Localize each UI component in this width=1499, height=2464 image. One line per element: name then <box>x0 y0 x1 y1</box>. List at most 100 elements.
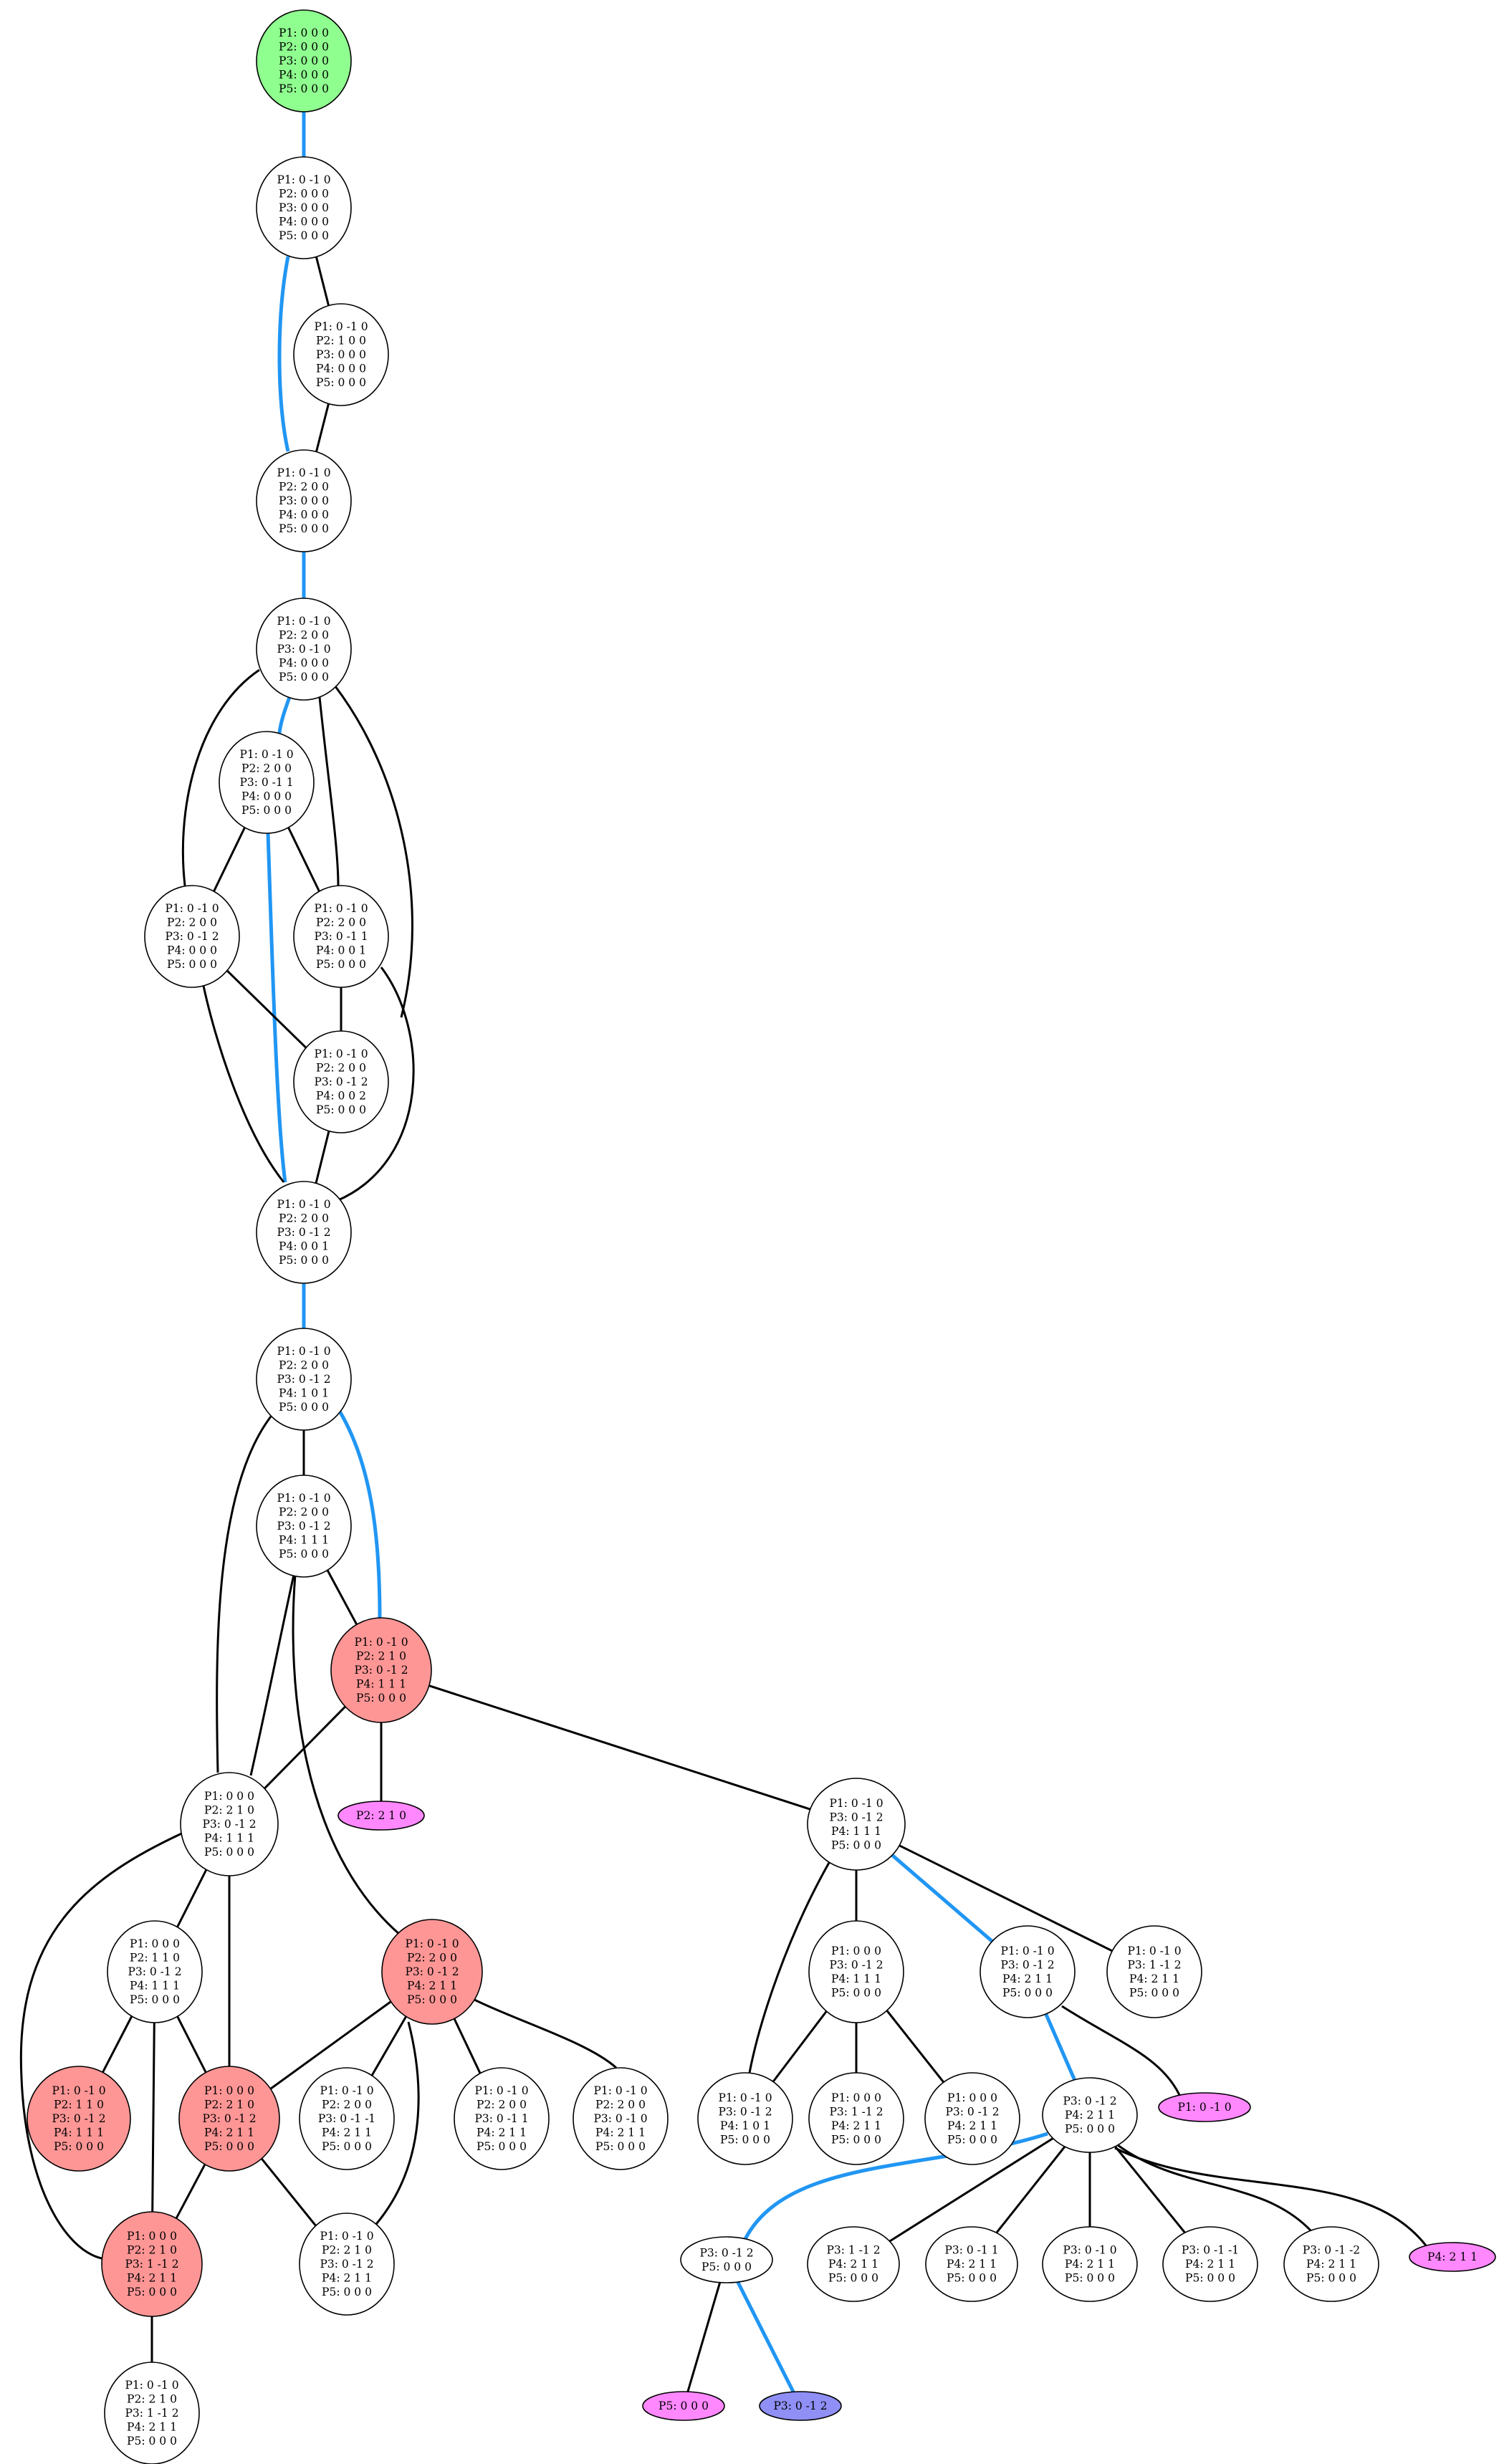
node-label-line: P4: 2 1 1 <box>407 1980 457 1993</box>
node-label-line: P5: 0 0 0 <box>831 2133 881 2146</box>
node-label-line: P3: 0 -1 2 <box>165 930 219 943</box>
state-node-n14: P2: 2 1 0 <box>337 1801 425 1831</box>
edge-n7-n9 <box>226 969 307 1049</box>
node-label-line: P3: 0 -1 2 <box>277 1520 330 1533</box>
path-edge-n11-n13 <box>333 1403 382 1619</box>
node-label-line: P4: 2 1 1 <box>1306 2258 1356 2271</box>
state-node-n29: P1: 0 0 0P3: 0 -1 2P4: 2 1 1P5: 0 0 0 <box>924 2072 1020 2165</box>
node-label-line: P3: 0 -1 2 <box>202 2112 256 2125</box>
node-ellipse <box>293 885 389 988</box>
node-label-line: P1: 0 -1 0 <box>277 1492 330 1505</box>
edge-n30-n35 <box>889 2137 1054 2243</box>
edge-n7-n10 <box>202 985 285 1183</box>
node-label-line: P4: 0 0 0 <box>167 944 217 957</box>
node-label-line: P5: 0 0 0 <box>241 804 292 817</box>
edge-n5-n7 <box>181 668 260 886</box>
node-label-line: P2: 1 1 0 <box>130 1952 180 1965</box>
node-label-line: P4: 2 1 1 <box>947 2258 997 2271</box>
state-node-n30: P3: 0 -1 2P4: 2 1 1P5: 0 0 0 <box>1042 2077 1138 2153</box>
edge-n23-n33 <box>260 2157 317 2227</box>
node-label-line: P5: 0 0 0 <box>476 2140 527 2153</box>
state-node-n19: P1: 0 0 0P3: 0 -1 2P4: 1 1 1P5: 0 0 0 <box>808 1920 904 2023</box>
node-label-line: P1: 0 -1 0 <box>52 2084 105 2097</box>
node-ellipse <box>219 731 315 834</box>
node-label-line: P4: 1 1 1 <box>279 1534 329 1547</box>
state-node-n12: P1: 0 -1 0P2: 2 0 0P3: 0 -1 2P4: 1 1 1P5… <box>256 1475 352 1578</box>
node-label-line: P2: 2 0 0 <box>279 481 329 494</box>
node-label-line: P3: 0 -1 -1 <box>1182 2244 1239 2257</box>
node-label-line: P4: 0 0 1 <box>279 1240 329 1253</box>
edge-n5-n8 <box>318 696 340 886</box>
edge-n23-n32 <box>175 2164 206 2219</box>
node-label-line: P2: 1 1 0 <box>54 2099 104 2111</box>
node-label-line: P3: 0 -1 2 <box>773 2400 827 2412</box>
node-label-line: P5: 0 0 0 <box>279 671 329 684</box>
node-layer: P1: 0 0 0P2: 0 0 0P3: 0 0 0P4: 0 0 0P5: … <box>27 9 1496 2464</box>
node-label-line: P4: 2 1 1 <box>127 2272 177 2285</box>
node-label-line: P3: 1 -1 2 <box>125 2407 178 2420</box>
node-ellipse <box>256 1181 352 1284</box>
node-label-line: P5: 0 0 0 <box>204 2140 254 2153</box>
node-label-line: P3: 0 -1 0 <box>1063 2244 1116 2257</box>
node-label-line: P4: 0 0 0 <box>279 216 329 229</box>
node-label-line: P1: 0 -1 0 <box>320 2230 373 2243</box>
node-ellipse <box>27 2066 131 2172</box>
node-ellipse <box>454 2067 550 2170</box>
edge-n16-n27 <box>748 1861 831 2074</box>
node-label-line: P3: 0 0 0 <box>279 201 329 214</box>
node-label-line: P5: 0 0 0 <box>701 2261 752 2273</box>
node-label-line: P3: 0 0 0 <box>316 348 366 361</box>
node-ellipse <box>642 2391 725 2421</box>
edge-n34-n42 <box>686 2282 722 2392</box>
node-label-line: P5: 0 0 0 <box>1306 2272 1356 2285</box>
node-label-line: P2: 2 0 0 <box>316 916 366 929</box>
node-label-line: P5: 0 0 0 <box>1065 2272 1115 2285</box>
node-label-line: P1: 0 -1 0 <box>405 1937 459 1950</box>
state-node-n35: P3: 1 -1 2P4: 2 1 1P5: 0 0 0 <box>807 2226 900 2302</box>
node-label-line: P5: 0 0 0 <box>130 1993 180 2006</box>
node-label-line: P5: 0 0 0 <box>322 2286 372 2298</box>
node-label-line: P1: 0 -1 0 <box>314 1048 368 1060</box>
edge-n6-n7 <box>213 827 246 892</box>
node-label-line: P1: 0 -1 0 <box>277 1198 330 1211</box>
state-node-n17: P1: 0 0 0P2: 1 1 0P3: 0 -1 2P4: 1 1 1P5:… <box>107 1920 203 2023</box>
node-label-line: P3: 0 -1 2 <box>314 1075 368 1088</box>
node-label-line: P4: 1 1 1 <box>356 1678 406 1691</box>
node-label-line: P4: 0 0 1 <box>316 944 366 957</box>
edge-n19-n27 <box>772 2010 828 2083</box>
edge-n30-n39 <box>1117 2144 1313 2233</box>
node-label-line: P2: 2 0 0 <box>279 1506 329 1519</box>
node-label-line: P5: 0 0 0 <box>316 958 366 971</box>
edge-n3-n4 <box>315 403 330 452</box>
edge-n18-n25 <box>453 2018 482 2074</box>
node-label-line: P1: 0 -1 0 <box>354 1636 408 1649</box>
state-node-n25: P1: 0 -1 0P2: 2 0 0P3: 0 -1 1P4: 2 1 1P5… <box>454 2067 550 2170</box>
edge-n30-n36 <box>995 2146 1066 2234</box>
node-label-line: P4: 0 0 0 <box>316 363 366 375</box>
node-ellipse <box>807 2226 900 2302</box>
state-node-n4: P1: 0 -1 0P2: 2 0 0P3: 0 0 0P4: 0 0 0P5:… <box>256 449 352 552</box>
edge-n12-n15 <box>249 1574 295 1776</box>
node-label-line: P2: 2 1 0 <box>356 1809 406 1822</box>
state-node-n5: P1: 0 -1 0P2: 2 0 0P3: 0 -1 0P4: 0 0 0P5… <box>256 598 352 701</box>
node-label-line: P4: 0 0 0 <box>279 509 329 522</box>
edge-n17-n32 <box>151 2022 155 2213</box>
node-label-line: P2: 2 0 0 <box>279 1212 329 1225</box>
node-label-line: P1: 0 -1 0 <box>593 2084 647 2097</box>
node-label-line: P3: 0 -1 2 <box>829 1958 883 1971</box>
node-label-line: P4: 0 0 0 <box>241 790 292 803</box>
node-ellipse <box>924 2072 1020 2165</box>
edge-n15-n17 <box>176 1869 208 1928</box>
node-label-line: P3: 0 -1 1 <box>944 2244 998 2257</box>
node-label-line: P2: 2 0 0 <box>241 762 292 775</box>
state-node-n24: P1: 0 -1 0P2: 2 0 0P3: 0 -1 -1P4: 2 1 1P… <box>299 2067 395 2170</box>
node-label-line: P3: 1 -1 2 <box>1127 1958 1181 1971</box>
node-label-line: P4: 1 1 1 <box>54 2127 104 2139</box>
node-label-line: P3: 0 -1 2 <box>277 1373 330 1386</box>
node-label-line: P3: 0 -1 2 <box>320 2258 373 2271</box>
node-label-line: P4: 2 1 1 <box>1427 2250 1478 2263</box>
node-ellipse <box>293 1030 389 1133</box>
state-node-n38: P3: 0 -1 -1P4: 2 1 1P5: 0 0 0 <box>1162 2226 1258 2302</box>
node-label-line: P5: 0 0 0 <box>1065 2123 1115 2136</box>
edge-n8-n10 <box>336 967 415 1202</box>
